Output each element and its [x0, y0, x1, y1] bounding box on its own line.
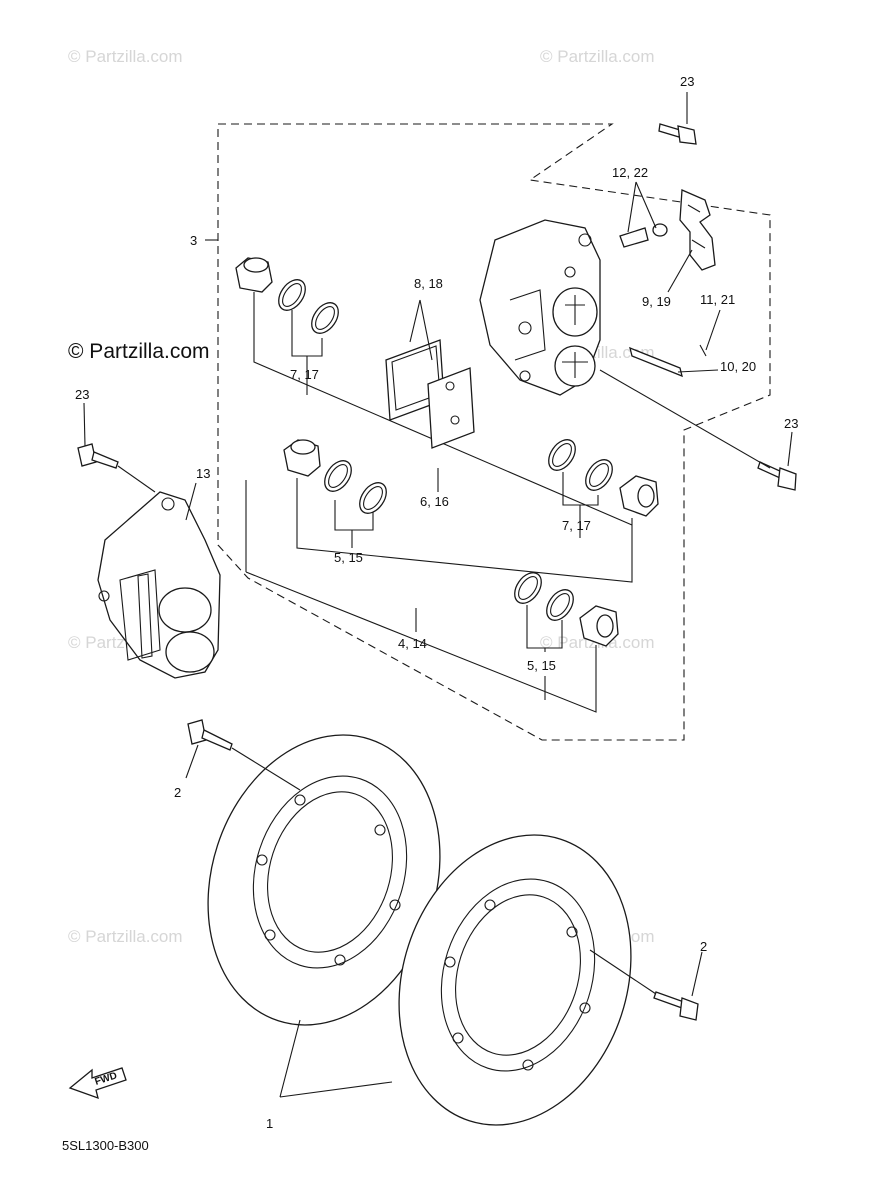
assembly-outline — [217, 123, 771, 741]
callout-labels: 1 2 2 3 4, 14 5, 15 5, 15 6, 16 7, 17 7,… — [75, 74, 798, 1131]
piston — [235, 257, 273, 293]
callout-8-18: 8, 18 — [414, 276, 443, 291]
callout-11-21: 11, 21 — [700, 292, 735, 307]
piston-seal — [548, 439, 613, 491]
forward-direction-arrow: FWD — [68, 1067, 127, 1100]
disc-bolt — [185, 719, 301, 791]
callout-6-16: 6, 16 — [420, 494, 449, 509]
watermark: © Partzilla.com — [540, 47, 655, 66]
callout-13: 13 — [196, 466, 210, 481]
piston-seal — [514, 572, 574, 621]
callout-4-14: 4, 14 — [398, 636, 427, 651]
callout-5-15: 5, 15 — [527, 658, 556, 673]
callout-10-20: 10, 20 — [720, 359, 756, 374]
callout-7-17: 7, 17 — [562, 518, 591, 533]
piston-seal-leaders — [245, 292, 633, 713]
brake-disc — [207, 734, 441, 1026]
watermark: © Partzilla.com — [68, 47, 183, 66]
piston — [619, 475, 659, 517]
brake-caliper — [479, 219, 601, 396]
piston — [579, 605, 619, 647]
watermark-primary: © Partzilla.com — [68, 340, 210, 363]
piston — [283, 439, 321, 477]
callout-2: 2 — [700, 939, 707, 954]
callout-23: 23 — [680, 74, 694, 89]
brake-disc — [398, 834, 632, 1126]
watermark: © Partzilla.com — [68, 927, 183, 946]
callout-2: 2 — [174, 785, 181, 800]
caliper-bolt — [599, 369, 797, 491]
callout-12-22: 12, 22 — [612, 165, 648, 180]
diagram-code: 5SL1300-B300 — [62, 1138, 149, 1153]
callout-23: 23 — [75, 387, 89, 402]
piston-seal — [278, 279, 339, 334]
leader-line — [279, 1019, 393, 1098]
callout-1: 1 — [266, 1116, 273, 1131]
caliper-bolt — [658, 92, 697, 145]
callout-7-17: 7, 17 — [290, 367, 319, 382]
callout-5-15: 5, 15 — [334, 550, 363, 565]
pad-pin — [629, 309, 721, 378]
disc-bolt — [589, 949, 703, 1021]
callout-9-19: 9, 19 — [642, 294, 671, 309]
callout-3: 3 — [190, 233, 197, 248]
pad-spring — [667, 189, 716, 293]
brake-caliper-left — [97, 482, 221, 679]
brake-pad — [385, 299, 475, 449]
bleed-screw — [619, 181, 668, 248]
caliper-bolt — [77, 402, 156, 493]
callout-23: 23 — [784, 416, 798, 431]
piston-seal — [324, 460, 387, 514]
